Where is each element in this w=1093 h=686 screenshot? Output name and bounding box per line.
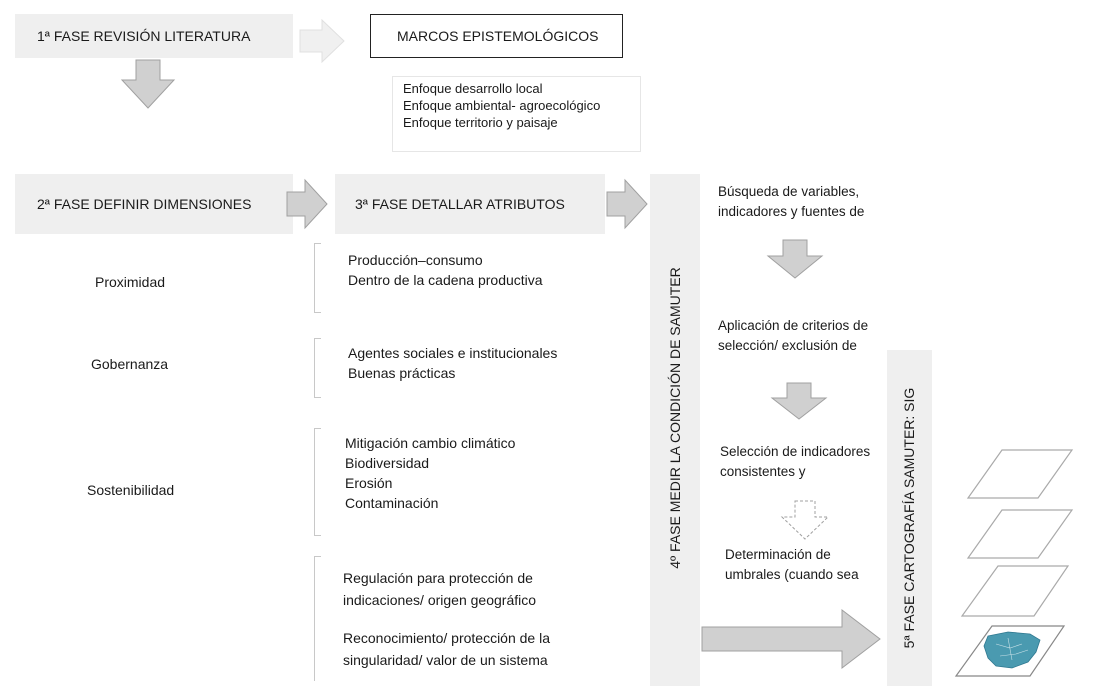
- attribute-item: Regulación para protección de: [343, 570, 533, 586]
- attribute-item: Erosión: [345, 475, 393, 491]
- step-line: Determinación de: [725, 547, 831, 562]
- step-line: selección/ exclusión de: [718, 338, 857, 353]
- arrow-right-big-icon: [701, 608, 881, 670]
- phase-2-box: 2ª FASE DEFINIR DIMENSIONES: [15, 174, 293, 234]
- attribute-item: Buenas prácticas: [348, 365, 456, 381]
- bracket: [314, 338, 321, 398]
- phase-1-label: 1ª FASE REVISIÓN LITERATURA: [37, 28, 251, 44]
- phase-4-column: [650, 174, 700, 686]
- attribute-item: Dentro de la cadena productiva: [348, 272, 543, 288]
- enfoques-box: [392, 76, 641, 152]
- marcos-title: MARCOS EPISTEMOLÓGICOS: [397, 28, 599, 44]
- gis-layers-icon: [954, 449, 1074, 677]
- arrow-right-icon: [299, 18, 345, 64]
- attributes-proximidad: Producción–consumo Dentro de la cadena p…: [348, 250, 543, 290]
- step-4: Determinación de umbrales (cuando sea: [725, 545, 859, 585]
- step-line: indicadores y fuentes de: [718, 204, 865, 219]
- attribute-item: Biodiversidad: [345, 455, 430, 471]
- attribute-item: Producción–consumo: [348, 252, 483, 268]
- phase-4-label: 4º FASE MEDIR LA CONDICIÓN DE SAMUTER: [667, 267, 683, 569]
- attribute-item: Mitigación cambio climático: [345, 435, 516, 451]
- attribute-item: indicaciones/ origen geográfico: [343, 592, 537, 608]
- phase-3-box: 3ª FASE DETALLAR ATRIBUTOS: [335, 174, 605, 234]
- attributes-singularidad-b: Reconocimiento/ protección de la singula…: [343, 627, 550, 671]
- marcos-box: MARCOS EPISTEMOLÓGICOS: [370, 14, 623, 58]
- bracket: [314, 243, 321, 313]
- attribute-item: Agentes sociales e institucionales: [348, 345, 558, 361]
- step-line: umbrales (cuando sea: [725, 567, 859, 582]
- arrow-down-icon: [120, 59, 176, 109]
- attributes-sostenibilidad: Mitigación cambio climático Biodiversida…: [345, 433, 515, 513]
- bracket: [314, 556, 321, 681]
- attributes-gobernanza: Agentes sociales e institucionales Buena…: [348, 343, 557, 383]
- arrow-right-icon: [286, 178, 328, 230]
- dimension-sostenibilidad: Sostenibilidad: [87, 482, 175, 498]
- dimension-gobernanza: Gobernanza: [91, 356, 169, 372]
- phase-5-label: 5ª FASE CARTOGRAFÍA SAMUTER: SIG: [901, 387, 917, 649]
- enfoque-item: Enfoque desarrollo local: [403, 81, 543, 96]
- arrow-right-icon: [606, 178, 648, 230]
- arrow-down-icon: [770, 382, 828, 420]
- step-2: Aplicación de criterios de selección/ ex…: [718, 316, 868, 356]
- arrow-down-dashed-icon: [780, 500, 830, 540]
- phase-5-column: [887, 350, 932, 686]
- step-line: consistentes y: [720, 464, 806, 479]
- phase-2-label: 2ª FASE DEFINIR DIMENSIONES: [37, 196, 252, 212]
- phase-1-box: 1ª FASE REVISIÓN LITERATURA: [15, 14, 293, 58]
- enfoques-list: Enfoque desarrollo local Enfoque ambient…: [403, 80, 600, 131]
- bracket: [314, 428, 321, 536]
- step-line: Selección de indicadores: [720, 444, 871, 459]
- attribute-item: Contaminación: [345, 495, 439, 511]
- step-line: Aplicación de criterios de: [718, 318, 869, 333]
- enfoque-item: Enfoque territorio y paisaje: [403, 115, 558, 130]
- arrow-down-icon: [766, 239, 824, 279]
- attribute-item: Reconocimiento/ protección de la: [343, 630, 551, 646]
- phase-3-label: 3ª FASE DETALLAR ATRIBUTOS: [355, 196, 565, 212]
- enfoque-item: Enfoque ambiental- agroecológico: [403, 98, 601, 113]
- step-1: Búsqueda de variables, indicadores y fue…: [718, 182, 864, 222]
- attribute-item: singularidad/ valor de un sistema: [343, 652, 548, 668]
- step-line: Búsqueda de variables,: [718, 184, 860, 199]
- dimension-proximidad: Proximidad: [95, 274, 166, 290]
- attributes-singularidad-a: Regulación para protección de indicacion…: [343, 567, 536, 611]
- step-3: Selección de indicadores consistentes y: [720, 442, 870, 482]
